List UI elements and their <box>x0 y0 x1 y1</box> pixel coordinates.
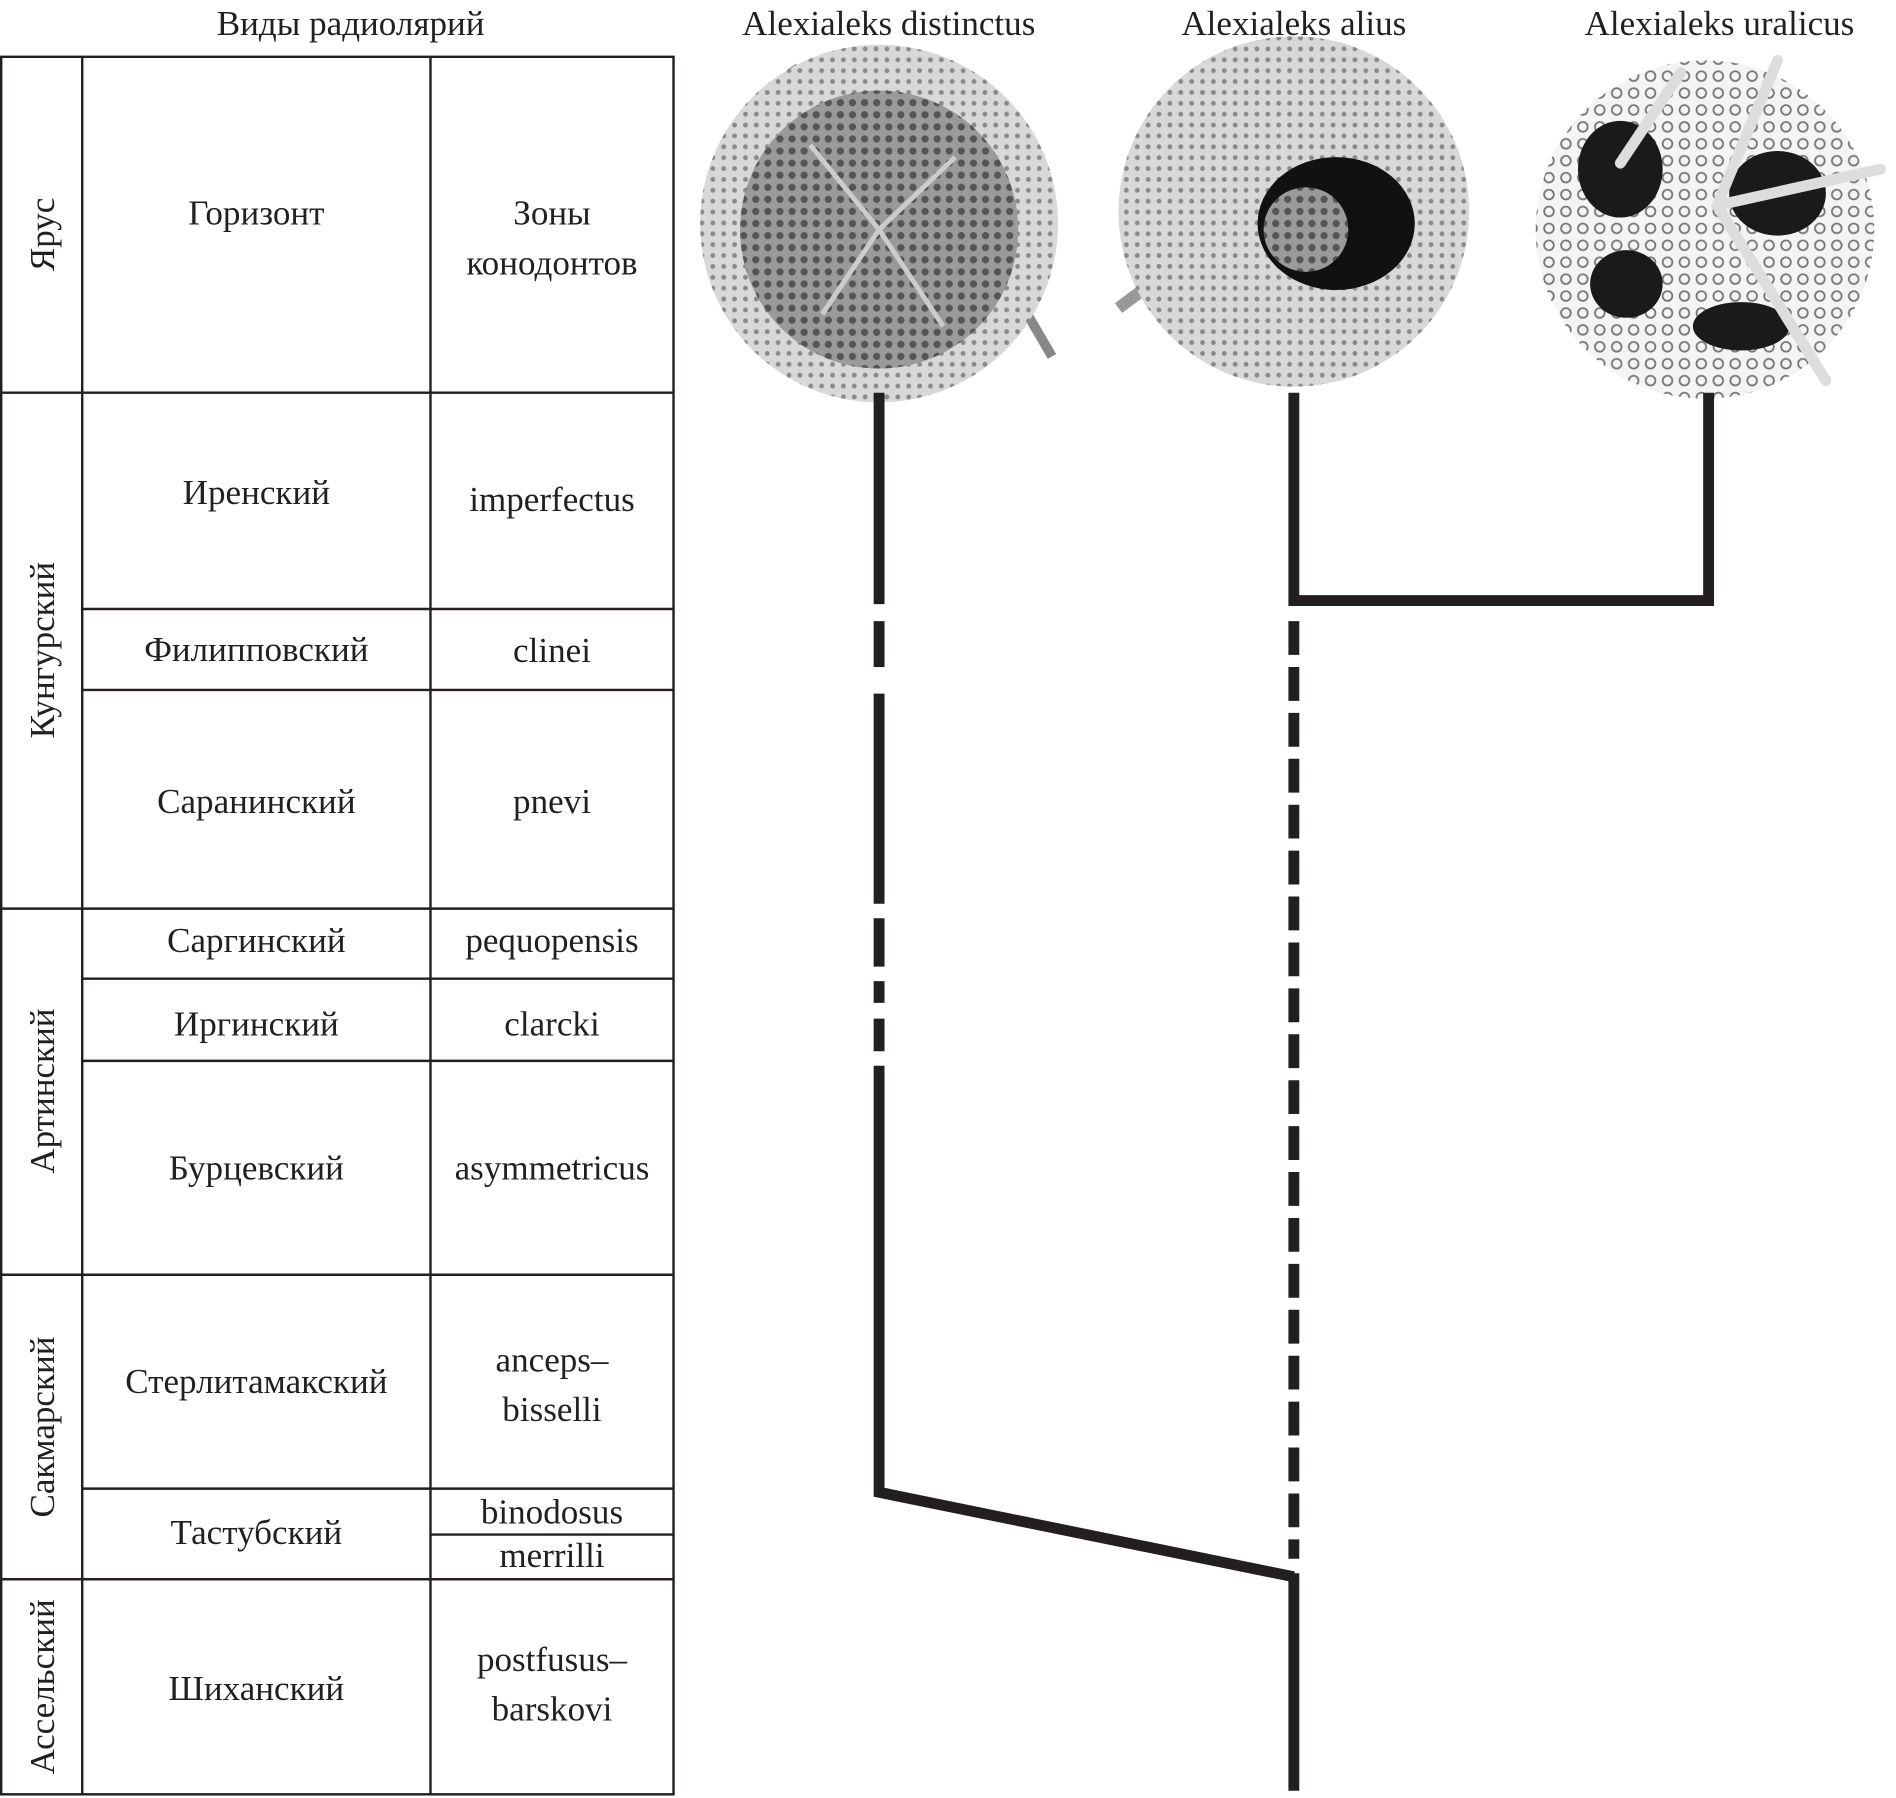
horizon-cell: Саранинский <box>157 782 356 822</box>
horizon-cell: Саргинский <box>167 921 346 961</box>
zone-cell: binodosus <box>480 1493 624 1533</box>
horizon-cell: Бурцевский <box>168 1149 344 1188</box>
zone-cell: pequopensis <box>465 921 639 961</box>
table-title: Виды радиолярий <box>216 4 485 44</box>
horizon-cell: Иргинский <box>173 1005 339 1044</box>
horizon-cell: Иренский <box>182 473 331 513</box>
stratigraphy-table-grid <box>0 55 675 1796</box>
specimen-image-uralicus <box>1535 54 1886 399</box>
stage-label: Артинский <box>23 1008 63 1174</box>
zone-cell: bisselli <box>502 1390 602 1430</box>
zone-cell: clinei <box>513 631 591 671</box>
stage-label: Сакмарский <box>23 1336 63 1518</box>
horizon-cell: Филипповский <box>144 630 369 670</box>
horizon-cell: Шиханский <box>168 1669 345 1709</box>
stage-label: Кунгурский <box>23 561 63 739</box>
zone-cell: asymmetricus <box>454 1149 650 1188</box>
specimen-image-distinctus <box>700 44 1059 403</box>
species-title-distinctus: Alexialeks distinctus <box>742 4 1036 44</box>
column-header-stage: Ярус <box>23 197 63 272</box>
zone-cell: pnevi <box>513 782 591 822</box>
column-header-horizon: Горизонт <box>188 194 325 234</box>
zone-cell: merrilli <box>499 1536 605 1576</box>
horizon-cell: Тастубский <box>170 1513 343 1553</box>
zone-cell: anceps– <box>495 1341 609 1380</box>
specimen-image-alius <box>1114 36 1470 387</box>
species-title-alius: Alexialeks alius <box>1181 4 1407 44</box>
stage-label: Ассельский <box>23 1599 63 1775</box>
zone-cell: clarcki <box>504 1005 600 1044</box>
horizon-cell: Стерлитамакский <box>125 1362 388 1402</box>
column-header-zones: Зоны конодонтов <box>466 194 638 283</box>
zone-cell: barskovi <box>491 1690 613 1730</box>
zone-cell: imperfectus <box>469 480 635 520</box>
range-line-alius <box>1288 392 1715 1791</box>
species-title-uralicus: Alexialeks uralicus <box>1584 4 1855 44</box>
range-line-distinctus <box>873 392 1295 1583</box>
zone-cell: postfusus– <box>476 1640 628 1680</box>
